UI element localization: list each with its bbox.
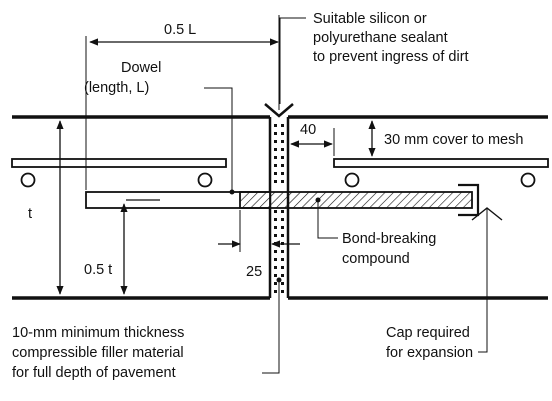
- bond-breaking-leader: [317, 200, 338, 239]
- cap-leader-head: [471, 207, 503, 221]
- left-mesh: [11, 158, 227, 188]
- dim-40-text: 40: [300, 122, 316, 138]
- sealant-v: [264, 103, 294, 118]
- dim-25-text: 25: [246, 264, 262, 280]
- dim-cover-text: 30 mm cover to mesh: [384, 132, 523, 148]
- dim-thickness-text: t: [28, 206, 32, 222]
- dowel-leader-dot: [229, 189, 235, 195]
- filler-leader: [262, 280, 280, 374]
- cap-label: Cap required for expansion: [386, 325, 474, 361]
- bond-breaking-label: Bond-breaking compound: [342, 231, 440, 267]
- dowel-bonded-half: [239, 191, 473, 209]
- expansion-cap: [458, 183, 480, 217]
- dim-half-length-text: 0.5 L: [164, 22, 196, 38]
- dowel-label: Dowel (length, L): [84, 60, 165, 96]
- filler-dots: [274, 124, 284, 293]
- sealant-leader: [279, 17, 306, 104]
- sealant-label: Suitable silicon or polyurethane sealant…: [313, 11, 469, 65]
- right-mesh: [333, 158, 549, 188]
- dowel-leader: [204, 87, 233, 192]
- dim-half-thickness-text: 0.5 t: [84, 262, 112, 278]
- cap-leader: [478, 208, 488, 353]
- bond-breaking-leader-dot: [315, 197, 321, 203]
- filler-label: 10-mm minimum thickness compressible fil…: [12, 325, 188, 381]
- filler-leader-dot: [276, 277, 282, 283]
